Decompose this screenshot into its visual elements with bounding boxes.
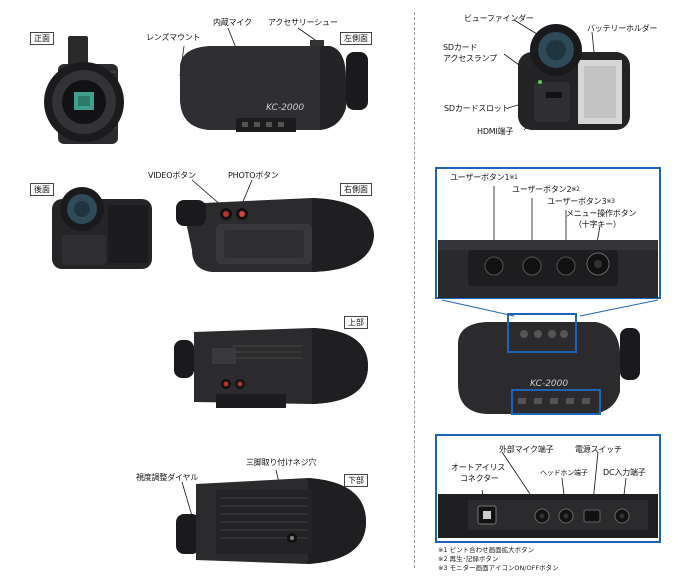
label-hdmi: HDMI端子 [477, 127, 514, 136]
label-battery-holder: バッテリーホルダー [587, 24, 658, 33]
label-ext-mic: 外部マイク端子 [499, 445, 554, 454]
label-user-button-1: ユーザーボタン1※1 [450, 173, 518, 183]
highlight-terminals [511, 389, 601, 415]
label-menu-button-1: メニュー操作ボタン [566, 209, 637, 218]
label-photo-button: PHOTOボタン [228, 171, 279, 180]
camera-rear-view [52, 187, 152, 269]
label-diopter-dial: 視度調整ダイヤル [136, 473, 199, 482]
label-user-button-1-mark: ※1 [509, 174, 518, 181]
terminals-closeup [438, 451, 658, 538]
label-user-button-1-text: ユーザーボタン1 [450, 173, 510, 182]
label-headphone: ヘッドホン端子 [540, 469, 588, 477]
camera-rear-detail [503, 19, 630, 131]
camera-bottom-view [176, 469, 366, 564]
footnote-2: ※2 再生･記録ボタン [438, 555, 499, 563]
label-auto-iris-1: オートアイリス [451, 463, 506, 472]
detail-box-terminals [435, 434, 661, 543]
view-tag-rear: 後面 [30, 183, 54, 196]
column-divider [414, 12, 415, 568]
user-buttons-closeup [438, 186, 658, 298]
label-dc-in: DC入力端子 [603, 468, 646, 477]
label-lens-mount: レンズマウント [146, 33, 201, 42]
camera-front-view [44, 36, 124, 144]
view-tag-right: 右側面 [340, 183, 372, 196]
camera-left-mid-view: KC-2000 [458, 313, 640, 415]
detail-box-user-buttons [435, 167, 661, 299]
camera-left-view: KC-2000 [179, 27, 368, 132]
label-power-switch: 電源スイッチ [575, 445, 622, 454]
label-built-in-mic: 内蔵マイク [213, 18, 252, 27]
label-video-button: VIDEOボタン [148, 171, 196, 180]
label-viewfinder: ビューファインダー [464, 14, 534, 23]
label-user-button-3-text: ユーザーボタン3 [547, 197, 607, 206]
footnote-1: ※1 ピント合わせ画面拡大ボタン [438, 546, 535, 554]
label-auto-iris-2: コネクター [460, 474, 499, 483]
view-tag-bottom: 下部 [344, 474, 368, 487]
view-tag-left: 左側面 [340, 32, 372, 45]
label-user-button-2-mark: ※2 [571, 186, 580, 193]
camera-top-view [174, 328, 368, 408]
view-tag-top: 上部 [344, 316, 368, 329]
body-logo-left: KC-2000 [266, 103, 304, 113]
label-user-button-3: ユーザーボタン3※3 [547, 197, 615, 207]
label-accessory-shoe: アクセサリーシュー [268, 18, 338, 27]
label-user-button-2-text: ユーザーボタン2 [512, 185, 572, 194]
body-logo-mid: KC-2000 [530, 379, 568, 389]
connector-lines [441, 299, 659, 317]
footnote-3: ※3 モニター画面アイコンON/OFFボタン [438, 564, 559, 572]
highlight-user-buttons [507, 313, 577, 353]
label-sd-lamp-2: アクセスランプ [443, 54, 497, 63]
label-user-button-3-mark: ※3 [606, 198, 615, 205]
view-tag-front: 正面 [30, 32, 54, 45]
label-sd-lamp-1: SDカード [443, 43, 478, 52]
label-menu-button-2: （十字キー） [574, 220, 621, 229]
camera-right-view [176, 179, 374, 272]
label-user-button-2: ユーザーボタン2※2 [512, 185, 580, 195]
label-tripod-socket: 三脚取り付けネジ穴 [246, 458, 317, 467]
label-sd-slot: SDカードスロット [444, 104, 510, 113]
